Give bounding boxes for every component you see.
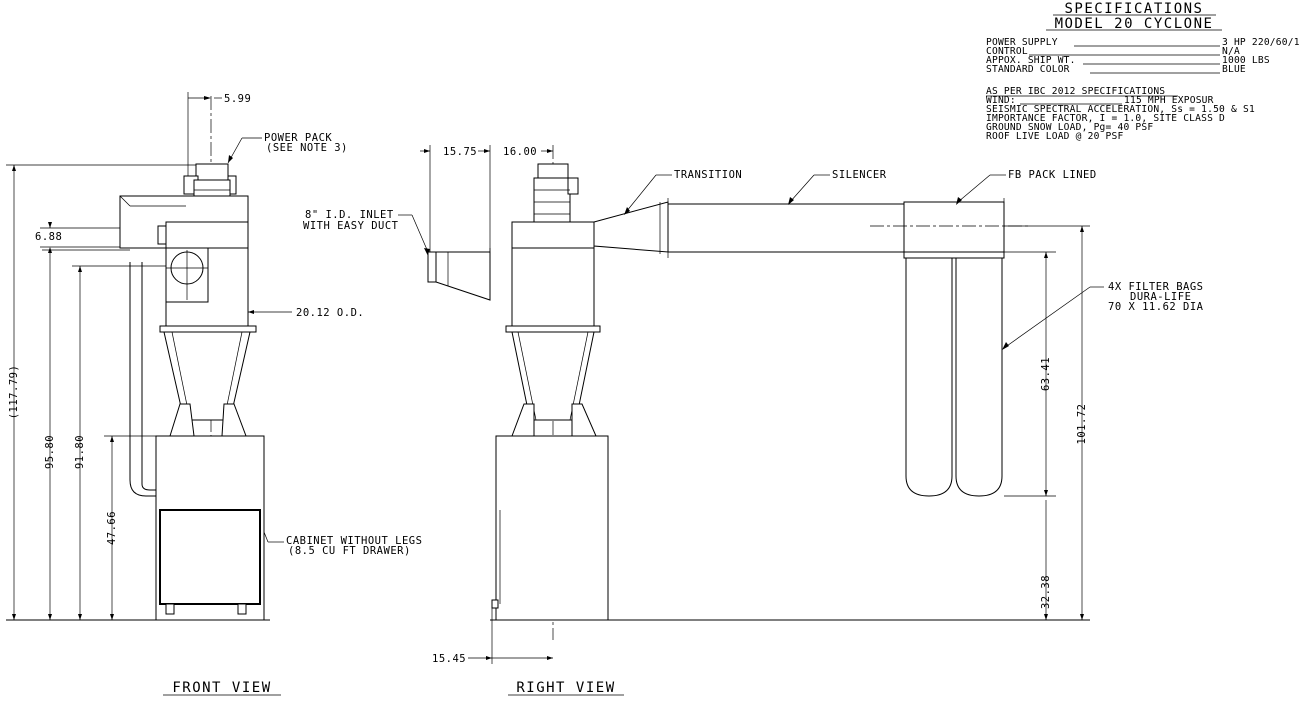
cabinet-caster-left (165, 603, 175, 615)
spec-label-color: STANDARD COLOR (986, 64, 1070, 75)
right-view-title: RIGHT VIEW (516, 680, 615, 696)
fb-pack (903, 201, 1005, 253)
ibc-line-roof: ROOF LIVE LOAD @ 20 PSF (986, 131, 1123, 142)
spec-value-color: BLUE (1222, 64, 1246, 75)
spec-label-power: POWER SUPPLY (986, 37, 1058, 48)
spec-label-control: CONTROL (986, 46, 1028, 57)
front-view: 5.99 POWER PACK (SEE NOTE 3) 6.88 (6, 92, 422, 696)
cone-leg-left (169, 403, 195, 437)
right-dim-10172: 101.72 (1076, 404, 1088, 445)
front-dim-9180: 91.80 (74, 435, 86, 469)
spec-model: MODEL 20 CYCLONE (1055, 16, 1214, 32)
return-duct (129, 262, 158, 497)
ibc-line-importance: IMPORTANCE FACTOR, I = 1.0, SITE CLASS D (986, 113, 1225, 124)
power-pack-note: (SEE NOTE 3) (266, 142, 348, 154)
front-view-title: FRONT VIEW (172, 680, 271, 696)
spec-value-weight: 1000 LBS (1222, 55, 1270, 66)
silencer-label: SILENCER (832, 169, 887, 181)
front-dim-9580: 95.80 (44, 435, 56, 469)
front-dim-od: 20.12 O.D. (296, 307, 364, 319)
right-dim-6341: 63.41 (1040, 357, 1052, 391)
ibc-heading: AS PER IBC 2012 SPECIFICATIONS (986, 86, 1165, 97)
right-cone-leg-left (511, 403, 535, 437)
front-dim-top: 5.99 (224, 93, 251, 105)
motor-top (195, 163, 229, 181)
silencer (667, 203, 905, 253)
right-motor-top (537, 163, 569, 179)
inlet-label: 8" I.D. INLET (305, 209, 394, 221)
ibc-line-snow: GROUND SNOW LOAD, Pg= 40 PSF (986, 122, 1153, 133)
cabinet-drawer (159, 509, 261, 605)
cyclone-flange (159, 325, 257, 333)
bags-material: DURA-LIFE (1130, 291, 1191, 303)
spec-value-control: N/A (1222, 46, 1240, 57)
bags-size: 70 X 11.62 DIA (1108, 301, 1204, 313)
right-motor-body (533, 177, 571, 225)
cyclone-top-band (165, 221, 249, 249)
bag-header (903, 251, 1005, 259)
cabinet-note: (8.5 CU FT DRAWER) (288, 545, 411, 557)
cabinet-label: CABINET WITHOUT LEGS (286, 535, 422, 547)
right-cyclone-flange (505, 325, 601, 333)
filter-bag-rear (955, 257, 1003, 497)
spec-heading: SPECIFICATIONS (1064, 1, 1203, 17)
right-cabinet-handle (491, 599, 499, 609)
right-cone-leg-right (571, 403, 597, 437)
right-dim-1575: 15.75 (443, 146, 477, 158)
right-cyclone-top (511, 221, 595, 249)
right-cyclone-cylinder (511, 247, 595, 329)
front-dim-inlet: 6.88 (35, 231, 62, 243)
spec-label-weight: APPOX. SHIP WT. (986, 55, 1076, 66)
right-dim-3238: 32.38 (1040, 575, 1052, 609)
inlet-cap (427, 251, 437, 283)
front-dim-total: (117.79) (8, 365, 20, 420)
specifications-block: SPECIFICATIONS MODEL 20 CYCLONE POWER SU… (986, 1, 1300, 142)
transition-duct (593, 201, 669, 253)
inlet-note: WITH EASY DUCT (303, 220, 399, 232)
right-dim-1545: 15.45 (432, 653, 466, 665)
front-dim-4766: 47.66 (106, 511, 118, 545)
right-dim-1600: 16.00 (503, 146, 537, 158)
power-pack-label: POWER PACK (264, 132, 332, 144)
ibc-wind-label: WIND: (986, 95, 1016, 106)
cone-leg-right (221, 403, 247, 437)
ibc-wind-value: 115 MPH EXPOSUR (1124, 95, 1214, 106)
spec-value-power: 3 HP 220/60/1 (1222, 37, 1300, 48)
fb-pack-label: FB PACK LINED (1008, 169, 1097, 181)
bags-label: 4X FILTER BAGS (1108, 281, 1204, 293)
ibc-line-seismic: SEISMIC SPECTRAL ACCELERATION, Ss = 1.50… (986, 104, 1255, 115)
cyclone-cone (163, 331, 251, 421)
right-view: 15.75 16.00 8" I.D. INLET WITH EASY DUCT (303, 145, 1204, 696)
cabinet-caster-right (237, 603, 247, 615)
inlet-duct (435, 251, 491, 301)
right-motor-box (567, 177, 579, 195)
transition-label: TRANSITION (674, 169, 742, 181)
right-cabinet (495, 435, 609, 621)
filter-bag-front (905, 257, 953, 497)
